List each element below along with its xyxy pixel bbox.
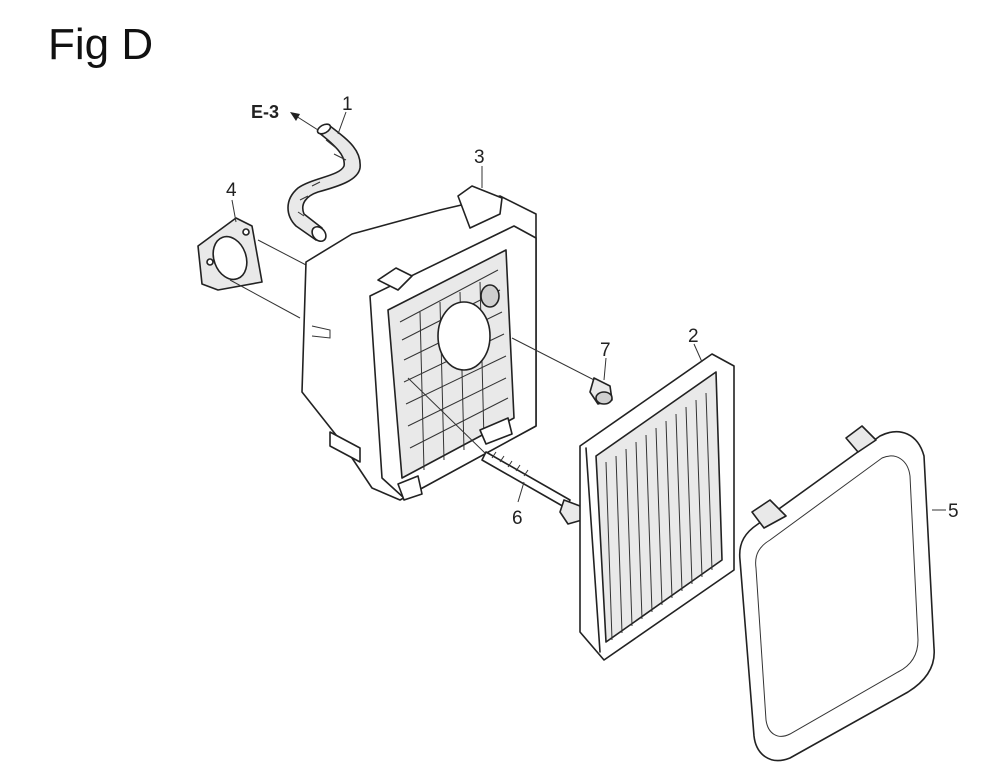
part-filter-element: [579, 353, 735, 661]
part-bolt: [407, 377, 583, 525]
reference-arrow: [290, 112, 319, 131]
part-cover: [738, 425, 935, 762]
callout-6: 6: [512, 508, 523, 529]
callout-5: 5: [948, 501, 959, 522]
leader-lines: [231, 111, 946, 511]
callout-4: 4: [226, 180, 237, 201]
part-air-cleaner-case: [301, 185, 537, 501]
part-gasket: [197, 217, 309, 319]
reference-label: E-3: [251, 102, 279, 122]
callout-7: 7: [600, 340, 611, 361]
figure-title: Fig D: [48, 20, 154, 69]
callout-2: 2: [688, 326, 699, 347]
callout-1: 1: [342, 94, 353, 115]
part-tube: [287, 123, 361, 243]
part-screw: [511, 337, 613, 405]
callout-3: 3: [474, 147, 485, 168]
